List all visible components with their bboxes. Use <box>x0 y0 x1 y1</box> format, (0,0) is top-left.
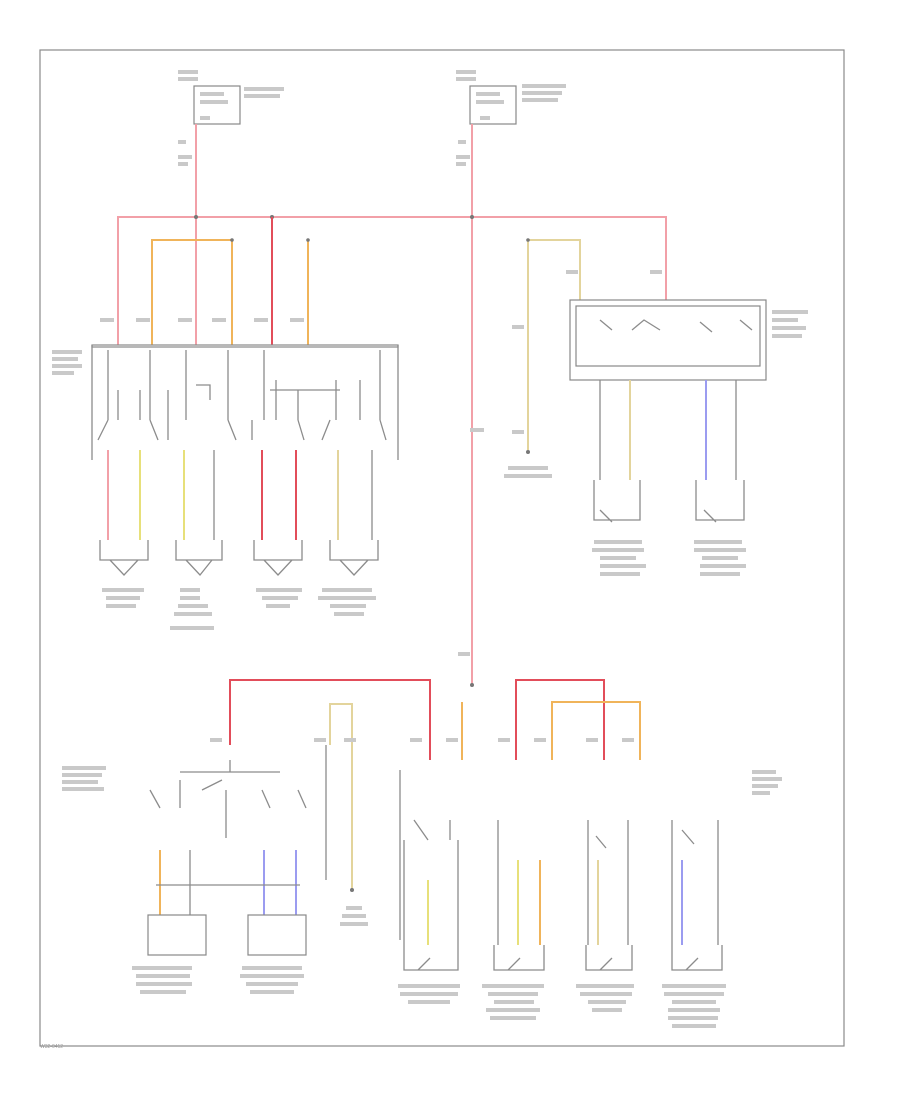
bottom-right-switch <box>398 770 782 1028</box>
bottom-left-switch <box>62 760 307 994</box>
wire-orange-1 <box>151 239 233 345</box>
fuse-box-left <box>178 70 284 166</box>
wire-tan-1 <box>527 239 581 450</box>
left-seat-switch <box>52 344 399 460</box>
bus-bottom-right <box>515 679 605 760</box>
right-top-switch <box>569 299 808 576</box>
fuse-box-right <box>456 70 566 166</box>
bus-bottom-left <box>229 679 431 760</box>
left-motors <box>99 540 379 630</box>
bus-top <box>117 216 667 345</box>
diagram-code: W32-0412 <box>40 1044 64 1050</box>
diagram-frame <box>39 49 845 1047</box>
